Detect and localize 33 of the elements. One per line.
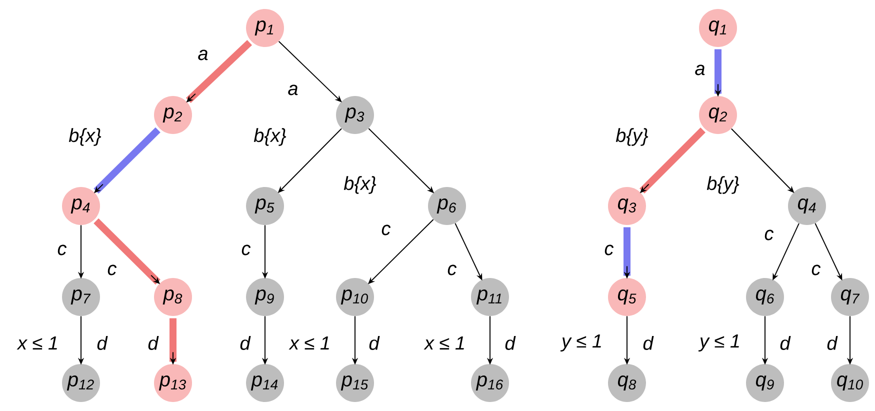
- edge-label: c: [106, 264, 118, 276]
- edge-label: d: [778, 335, 792, 351]
- edge-label: c: [603, 244, 615, 256]
- edge-label: d: [146, 335, 160, 351]
- edge-label: c: [380, 224, 392, 236]
- edge-label: c: [763, 228, 775, 242]
- guard-label: x ≤ 1: [288, 335, 332, 351]
- guard-label: y ≤ 1: [698, 333, 742, 352]
- edge-label: b{x}: [252, 127, 288, 147]
- edge-label: c: [810, 264, 822, 276]
- edge-label: b{x}: [68, 127, 102, 147]
- edge-label: d: [642, 335, 654, 351]
- edge-label: a: [694, 64, 706, 76]
- arrow: [186, 40, 252, 103]
- edge-label: b{y}: [614, 127, 650, 147]
- edge-label: d: [826, 335, 838, 351]
- edge-label: a: [286, 84, 300, 96]
- guard-label: x ≤ 1: [16, 335, 60, 351]
- edge-label: c: [56, 244, 68, 256]
- edge-label: b{y}: [706, 175, 740, 195]
- edge-label: d: [96, 335, 108, 351]
- arrow: [640, 128, 706, 194]
- edge-label: d: [368, 335, 380, 351]
- edge-label: d: [504, 335, 516, 351]
- guard-label: x ≤ 1: [423, 335, 467, 351]
- edge-label: d: [238, 335, 252, 351]
- edge-label: b{x}: [342, 175, 378, 195]
- edge-label: a: [196, 48, 210, 62]
- edge-label: c: [240, 244, 252, 256]
- arrow: [94, 127, 160, 194]
- arrow: [94, 218, 160, 285]
- edge-label: c: [446, 264, 458, 276]
- guard-label: y ≤ 1: [560, 333, 604, 352]
